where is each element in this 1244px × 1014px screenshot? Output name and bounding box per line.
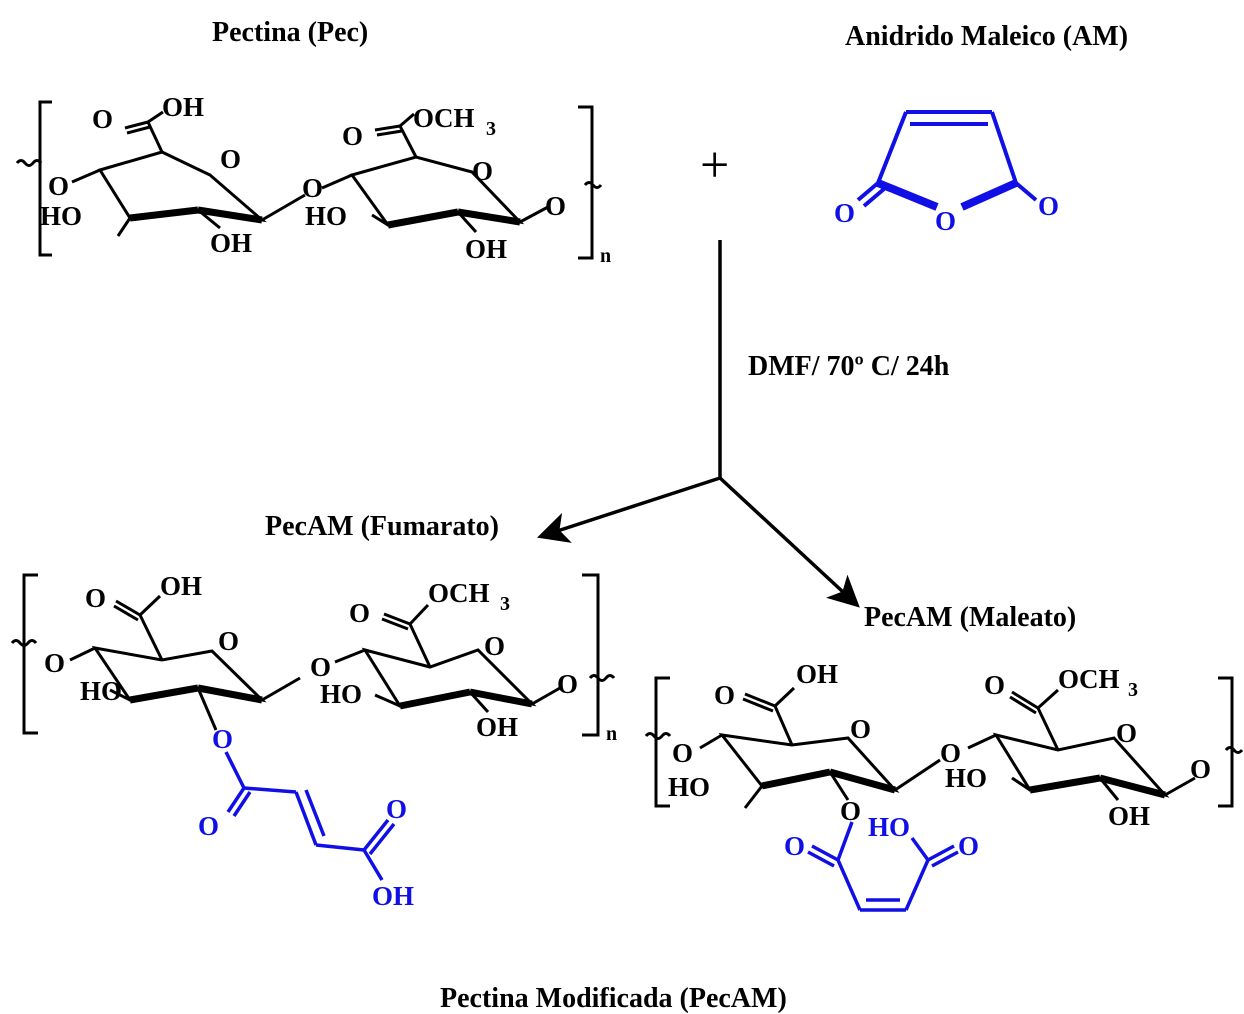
svg-text:OH: OH [796, 659, 838, 689]
modified-pectin-caption: Pectina Modificada (PecAM) [440, 983, 787, 1014]
svg-text:n: n [600, 245, 611, 267]
svg-text:OH: OH [160, 571, 202, 601]
svg-text:HO: HO [305, 201, 347, 231]
svg-text:O: O [218, 626, 239, 656]
svg-text:HO: HO [945, 763, 987, 793]
svg-text:OCH: OCH [1058, 664, 1120, 694]
maleic-anhydride-atoms: O O O [834, 191, 1059, 236]
svg-text:OCH: OCH [428, 578, 490, 608]
svg-text:HO: HO [80, 676, 122, 706]
svg-text:O: O [784, 831, 805, 861]
svg-text:3: 3 [500, 593, 510, 615]
svg-text:O: O [310, 652, 331, 682]
svg-text:HO: HO [40, 201, 82, 231]
svg-text:n: n [606, 723, 617, 745]
svg-text:HO: HO [320, 679, 362, 709]
maleic-anhydride-structure [856, 110, 1038, 211]
pectin-title: Pectina (Pec) [212, 17, 369, 48]
svg-text:O: O [545, 191, 566, 221]
svg-text:O: O [212, 724, 233, 754]
fumarate-atom-labels: O OH O O HO O O OCH 3 O HO OH O n O O O … [44, 571, 617, 911]
svg-text:O: O [386, 794, 407, 824]
svg-text:O: O [935, 206, 956, 236]
svg-text:O: O [349, 598, 370, 628]
svg-text:O: O [984, 670, 1005, 700]
svg-text:O: O [484, 631, 505, 661]
maleate-structure [644, 676, 1244, 809]
fumarate-substituent [224, 751, 396, 881]
svg-text:HO: HO [668, 772, 710, 802]
svg-text:O: O [472, 156, 493, 186]
svg-text:O: O [958, 831, 979, 861]
svg-text:O: O [302, 173, 323, 203]
svg-text:O: O [48, 171, 69, 201]
svg-text:O: O [557, 669, 578, 699]
fumarate-product-label: PecAM (Fumarato) [265, 511, 500, 542]
svg-text:O: O [834, 198, 855, 228]
svg-text:O: O [342, 121, 363, 151]
fumarate-structure [10, 573, 616, 737]
svg-text:O: O [44, 648, 65, 678]
svg-text:OH: OH [372, 881, 414, 911]
svg-text:HO: HO [868, 812, 910, 842]
svg-text:O: O [672, 738, 693, 768]
svg-text:O: O [198, 811, 219, 841]
svg-text:O: O [1116, 718, 1137, 748]
svg-text:OH: OH [465, 234, 507, 264]
maleate-product-label: PecAM (Maleato) [864, 602, 1077, 633]
plus-sign: + [700, 137, 730, 194]
svg-text:OH: OH [162, 92, 204, 122]
svg-text:O: O [840, 796, 861, 826]
svg-text:O: O [1190, 754, 1211, 784]
pectin-atom-labels: O OH O O HO OH O O OCH 3 O HO OH O n [40, 92, 611, 267]
reaction-conditions: DMF/ 70º C/ 24h [748, 351, 950, 382]
svg-text:O: O [940, 738, 961, 768]
svg-text:O: O [85, 583, 106, 613]
maleate-substituent [807, 821, 959, 912]
svg-text:OH: OH [476, 712, 518, 742]
svg-text:3: 3 [486, 118, 496, 140]
svg-text:OCH: OCH [413, 103, 475, 133]
svg-text:O: O [220, 144, 241, 174]
svg-text:OH: OH [1108, 801, 1150, 831]
svg-text:O: O [1038, 191, 1059, 221]
svg-text:O: O [714, 680, 735, 710]
svg-text:3: 3 [1128, 679, 1138, 701]
reaction-arrows [537, 240, 860, 608]
svg-text:OH: OH [210, 228, 252, 258]
maleic-anhydride-title: Anidrido Maleico (AM) [845, 21, 1129, 52]
svg-text:O: O [850, 714, 871, 744]
svg-text:O: O [92, 104, 113, 134]
maleate-atom-labels: O OH O O HO O O OCH 3 O HO OH O O HO O O [668, 659, 1211, 861]
pectin-structure [15, 100, 603, 260]
